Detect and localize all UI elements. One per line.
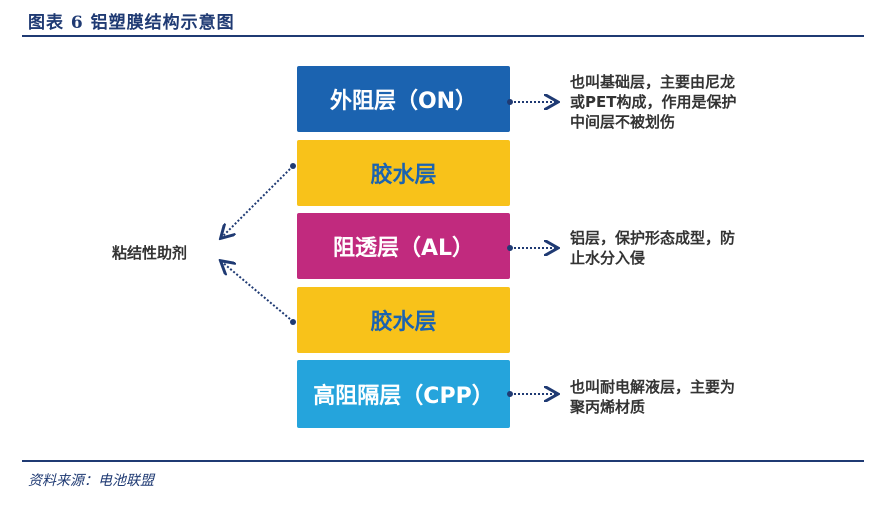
layer-barrier-al-label: 阻透层（AL） xyxy=(332,236,475,261)
layer-outer-on: 外阻层（ON） xyxy=(297,66,510,132)
desc-outer-line: 也叫基础层，主要由尼龙 xyxy=(570,73,736,91)
desc-outer-line: 中间层不被划伤 xyxy=(570,113,676,131)
adhesive-agent-label: 粘结性助剂 xyxy=(112,244,188,262)
desc-outer: 也叫基础层，主要由尼龙 或PET构成，作用是保护 中间层不被划伤 xyxy=(570,72,736,132)
layer-outer-on-label: 外阻层（ON） xyxy=(329,89,478,114)
title-rule xyxy=(22,35,864,37)
layer-inner-cpp: 高阻隔层（CPP） xyxy=(297,360,510,428)
arrow-adhesive-bottom-to-label xyxy=(222,262,296,325)
desc-outer-line: 或PET构成，作用是保护 xyxy=(570,93,737,111)
figure-source: 资料来源：电池联盟 xyxy=(28,473,154,489)
layer-adhesive-bottom: 胶水层 xyxy=(297,287,510,353)
figure-title: 图表 6 铝塑膜结构示意图 xyxy=(28,13,235,33)
layer-inner-cpp-label: 高阻隔层（CPP） xyxy=(313,384,494,409)
desc-inner-line: 也叫耐电解液层，主要为 xyxy=(570,378,736,396)
arrow-inner-to-desc xyxy=(507,391,556,397)
desc-barrier-line: 铝层，保护形态成型，防 xyxy=(570,229,736,247)
desc-inner-line: 聚丙烯材质 xyxy=(570,398,646,416)
layer-barrier-al: 阻透层（AL） xyxy=(297,213,510,279)
layer-adhesive-top: 胶水层 xyxy=(297,140,510,206)
layer-adhesive-top-label: 胶水层 xyxy=(370,163,437,188)
arrow-outer-to-desc xyxy=(507,99,556,105)
desc-inner: 也叫耐电解液层，主要为 聚丙烯材质 xyxy=(570,377,735,417)
desc-barrier-line: 止水分入侵 xyxy=(570,249,646,267)
arrow-adhesive-top-to-label xyxy=(222,163,296,237)
arrow-barrier-to-desc xyxy=(507,245,556,251)
source-rule xyxy=(22,460,864,462)
layer-adhesive-bottom-label: 胶水层 xyxy=(370,310,437,335)
desc-barrier: 铝层，保护形态成型，防 止水分入侵 xyxy=(570,228,735,268)
